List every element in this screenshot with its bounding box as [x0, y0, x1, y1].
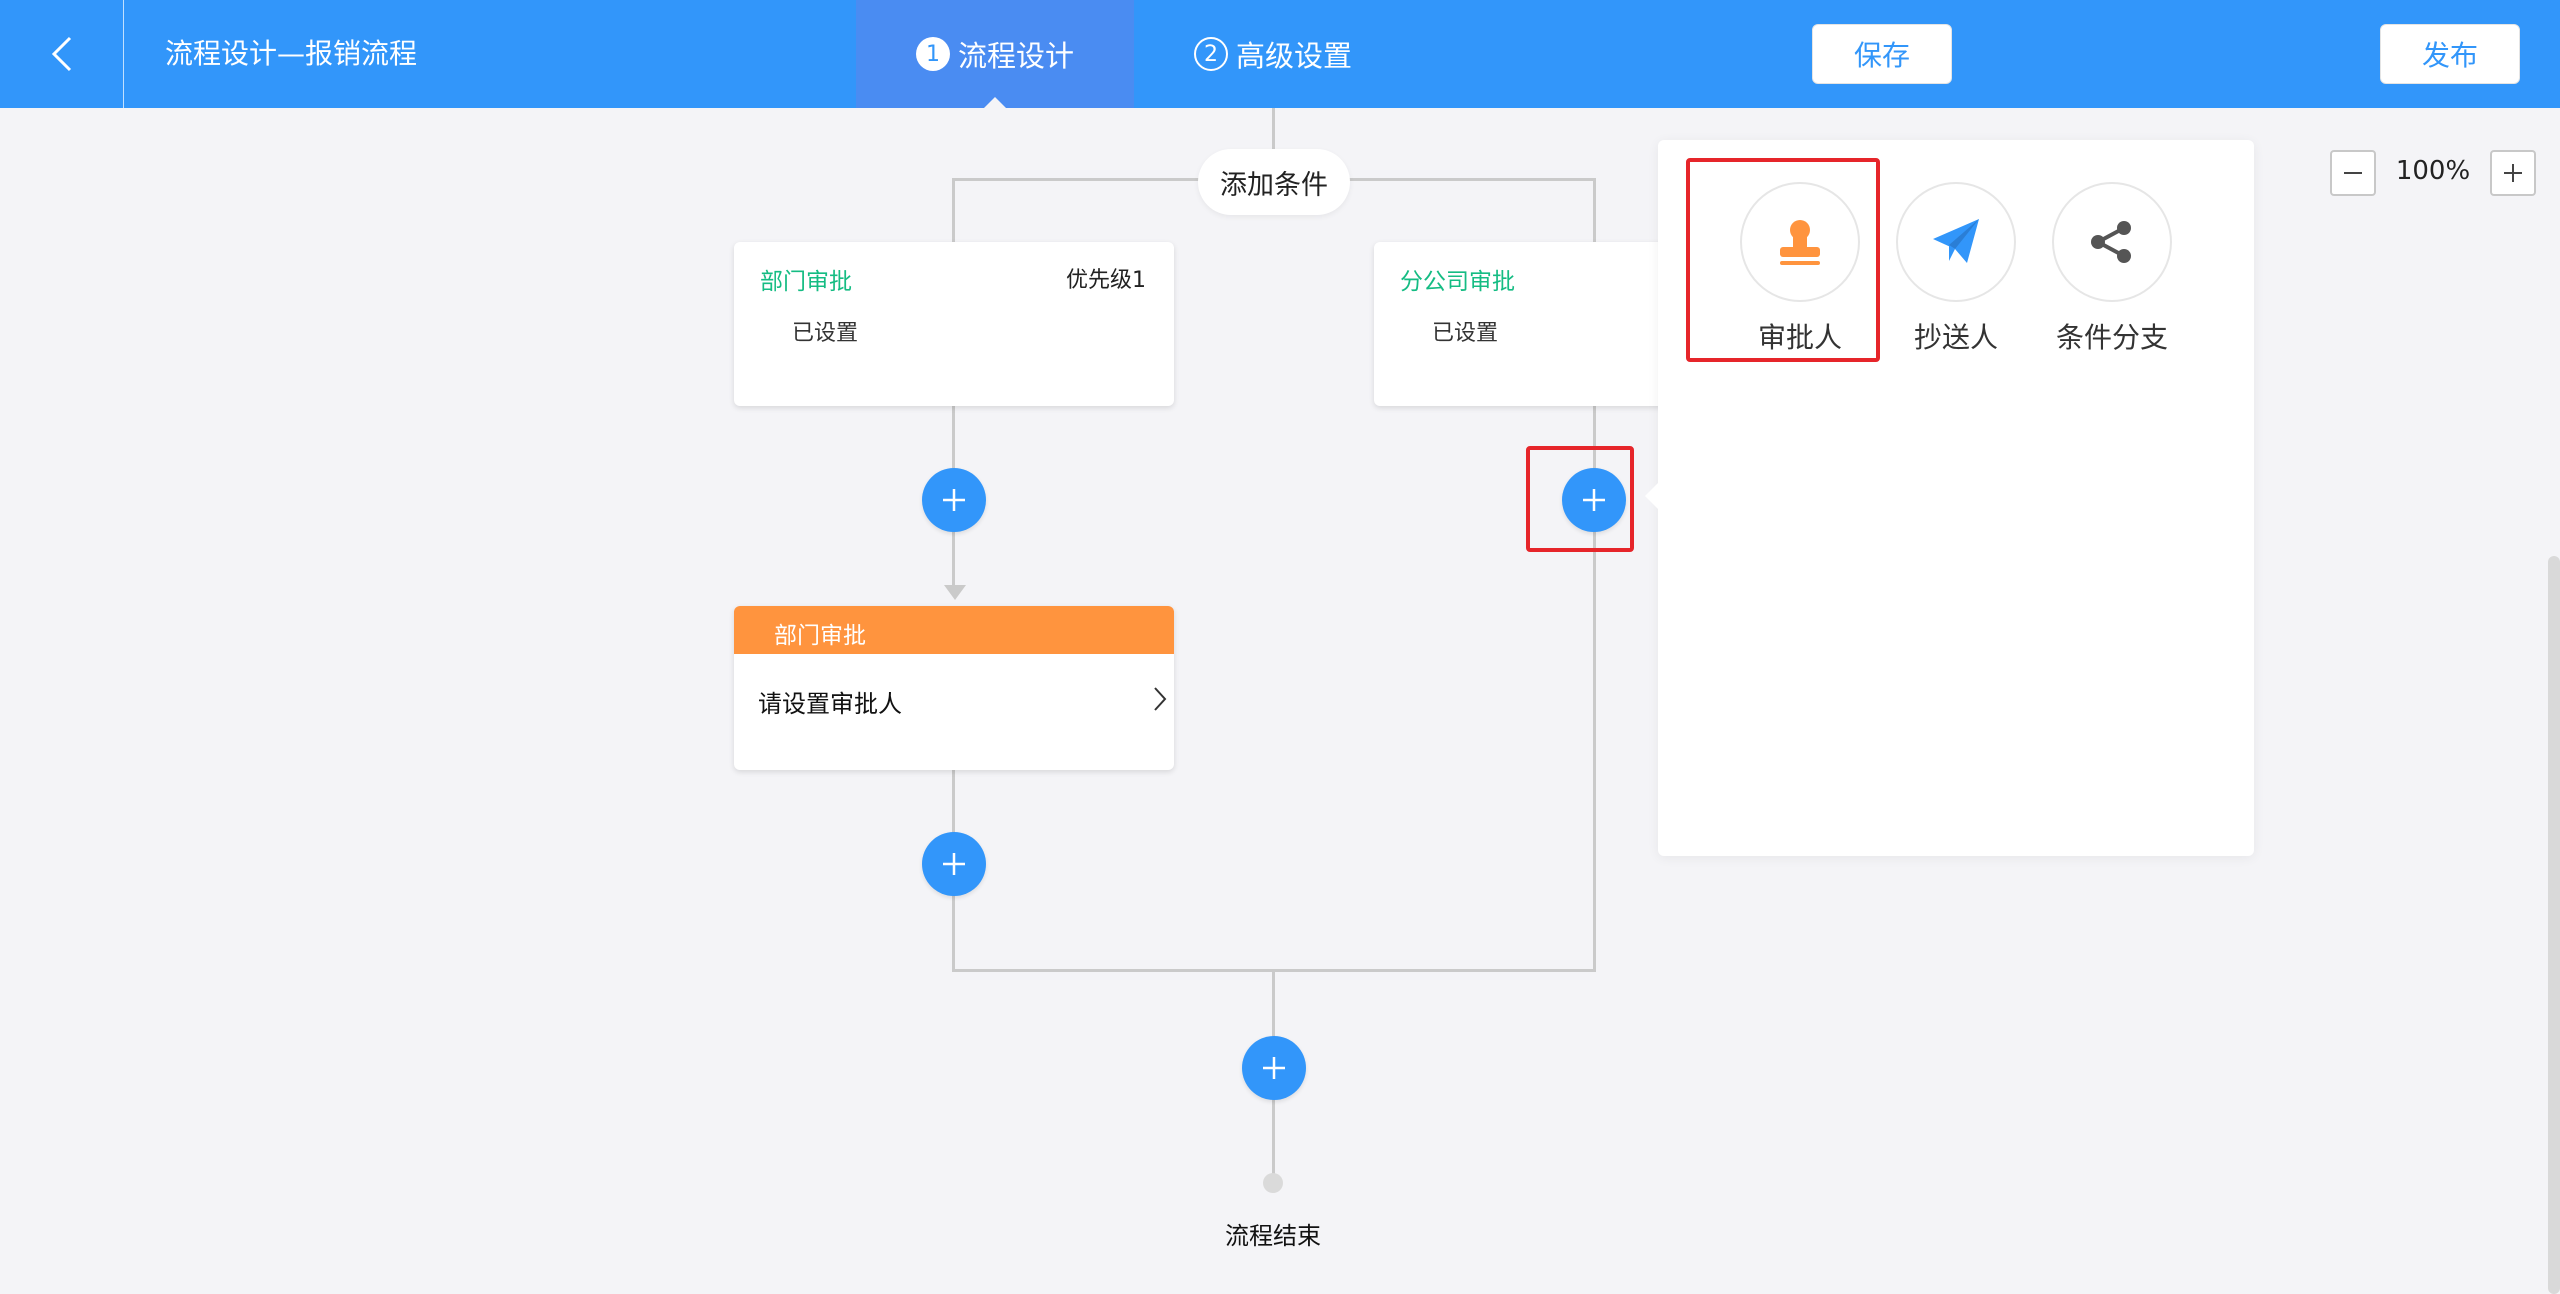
- highlight-box: [1526, 446, 1634, 552]
- menu-label: 条件分支: [2055, 321, 2168, 354]
- approver-title: 部门审批: [774, 623, 866, 649]
- plus-icon: [1583, 489, 1605, 511]
- plus-icon: [1263, 1057, 1285, 1079]
- flow-end-label: 流程结束: [1225, 1222, 1321, 1250]
- approver-node-header: [734, 606, 1174, 654]
- connector-line: [1593, 178, 1596, 242]
- condition-title: 部门审批: [760, 269, 852, 295]
- step-number: 2: [1194, 37, 1228, 71]
- add-node-button[interactable]: [1562, 468, 1626, 532]
- paper-plane-icon: [1933, 219, 1979, 263]
- connector-line: [1593, 406, 1596, 972]
- arrow-down-icon: [944, 585, 966, 600]
- menu-item-cc[interactable]: 抄送人: [1894, 182, 2018, 356]
- vertical-scrollbar[interactable]: [2548, 556, 2560, 1294]
- menu-icon-circle: [1896, 182, 2016, 302]
- zoom-in-button[interactable]: [2490, 150, 2536, 196]
- condition-content: 已设置: [1432, 321, 1499, 346]
- minus-icon: [2344, 172, 2362, 174]
- tab-label: 高级设置: [1236, 39, 1353, 73]
- approver-content: 请设置审批人: [758, 690, 902, 718]
- add-node-button[interactable]: [1242, 1036, 1306, 1100]
- plus-icon: [2504, 164, 2522, 182]
- zoom-level: 100%: [2395, 156, 2471, 186]
- stamp-icon: [1780, 220, 1820, 265]
- active-tab-caret: [984, 97, 1006, 108]
- save-button[interactable]: 保存: [1812, 24, 1952, 84]
- approver-node[interactable]: 部门审批 请设置审批人: [734, 606, 1174, 770]
- tab-flow-design[interactable]: 1 流程设计: [856, 0, 1134, 108]
- chevron-right-icon: [1154, 687, 1167, 711]
- menu-label: 抄送人: [1913, 321, 1998, 354]
- condition-priority: 优先级1: [1066, 268, 1146, 293]
- add-node-button[interactable]: [922, 832, 986, 896]
- chevron-left-icon: [51, 36, 71, 72]
- tab-advanced-settings[interactable]: 2 高级设置: [1194, 0, 1352, 108]
- add-node-button[interactable]: [922, 468, 986, 532]
- add-condition-button[interactable]: 添加条件: [1198, 149, 1350, 215]
- publish-button[interactable]: 发布: [2380, 24, 2520, 84]
- menu-item-condition-branch[interactable]: 条件分支: [2050, 182, 2174, 356]
- menu-icon-circle: [1740, 182, 1860, 302]
- highlight-box: [1686, 158, 1880, 362]
- plus-icon: [943, 853, 965, 875]
- menu-label: 审批人: [1757, 321, 1842, 354]
- connector-line: [952, 178, 955, 242]
- end-node-dot: [1263, 1173, 1283, 1193]
- menu-item-approver[interactable]: 审批人: [1738, 182, 1862, 356]
- add-node-popover: 审批人 抄送人 条件分支: [1645, 140, 2254, 856]
- condition-title: 分公司审批: [1400, 269, 1515, 295]
- condition-node-department[interactable]: 部门审批 优先级1 已设置: [734, 242, 1174, 406]
- connector-line: [1272, 108, 1275, 150]
- back-button[interactable]: [0, 0, 124, 108]
- popover-arrow: [1645, 483, 1658, 509]
- condition-content: 已设置: [792, 321, 859, 346]
- step-number: 1: [915, 37, 950, 71]
- menu-icon-circle: [2052, 182, 2172, 302]
- plus-icon: [943, 489, 965, 511]
- zoom-out-button[interactable]: [2330, 150, 2376, 196]
- top-bar: 流程设计—报销流程 1 流程设计 2 高级设置 保存 发布: [0, 0, 2560, 108]
- tab-label: 流程设计: [957, 39, 1074, 73]
- page-title: 流程设计—报销流程: [165, 37, 418, 70]
- share-icon: [2091, 221, 2131, 263]
